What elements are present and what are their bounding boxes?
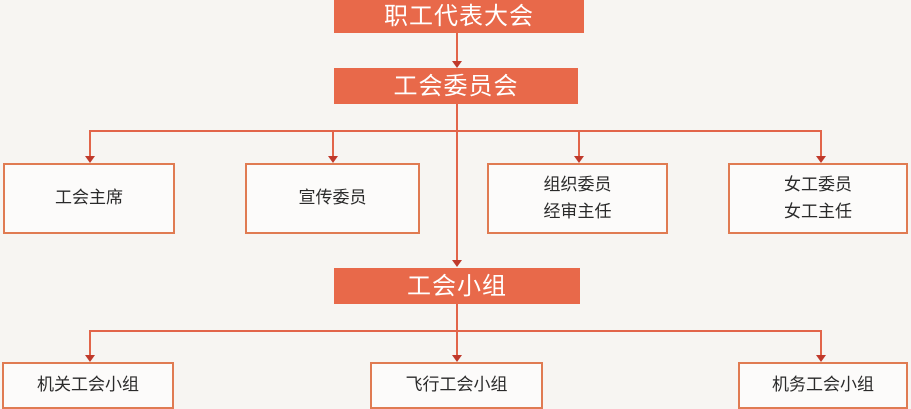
node-maintenance-union-group[interactable]: 机务工会小组 <box>738 362 908 409</box>
node-union-group[interactable]: 工会小组 <box>334 268 580 304</box>
node-union-group-label: 工会小组 <box>407 271 507 300</box>
node-organization-member-line1: 组织委员 <box>543 175 612 196</box>
node-women-workers-member-line1: 女工委员 <box>784 175 852 196</box>
node-women-workers-member[interactable]: 女工委员 女工主任 <box>728 163 908 234</box>
node-union-committee[interactable]: 工会委员会 <box>334 68 578 104</box>
connector-bus-level3 <box>90 130 822 132</box>
arrow-trunk-to-union-group-icon <box>452 260 462 267</box>
node-publicity-member-line1: 宣传委员 <box>298 188 367 209</box>
connector-drop-l5-1 <box>89 330 91 355</box>
arrow-l3-4-icon <box>816 156 826 163</box>
connector-bus-level5 <box>90 330 822 332</box>
node-flight-union-group-line1: 飞行工会小组 <box>405 375 508 396</box>
node-union-committee-label: 工会委员会 <box>393 71 519 100</box>
node-organization-member[interactable]: 组织委员 经审主任 <box>487 163 668 234</box>
arrow-l5-1-icon <box>85 355 95 362</box>
node-union-chairman[interactable]: 工会主席 <box>3 163 175 234</box>
connector-l4-trunk <box>456 304 458 355</box>
node-admin-union-group-line1: 机关工会小组 <box>37 375 139 396</box>
node-union-chairman-line1: 工会主席 <box>55 188 123 209</box>
arrow-l4-to-l5-middle-icon <box>452 355 462 362</box>
arrow-l5-3-icon <box>816 355 826 362</box>
node-maintenance-union-group-line1: 机务工会小组 <box>772 375 874 396</box>
connector-l1-to-l2 <box>456 33 458 61</box>
arrow-l3-2-icon <box>328 156 338 163</box>
connector-drop-l3-4 <box>820 130 822 156</box>
node-organization-member-line2: 经审主任 <box>543 201 612 222</box>
arrow-l1-to-l2-icon <box>452 61 462 68</box>
node-flight-union-group[interactable]: 飞行工会小组 <box>370 362 543 409</box>
connector-drop-l3-3 <box>578 130 580 156</box>
arrow-l3-3-icon <box>574 156 584 163</box>
node-employee-congress[interactable]: 职工代表大会 <box>334 0 584 33</box>
connector-drop-l3-2 <box>332 130 334 156</box>
connector-drop-l3-1 <box>89 130 91 156</box>
node-employee-congress-label: 职工代表大会 <box>384 2 534 31</box>
arrow-l3-1-icon <box>85 156 95 163</box>
node-publicity-member[interactable]: 宣传委员 <box>245 163 420 234</box>
connector-drop-l5-3 <box>820 330 822 355</box>
node-admin-union-group[interactable]: 机关工会小组 <box>2 362 174 409</box>
connector-l2-trunk <box>456 104 458 261</box>
node-women-workers-member-line2: 女工主任 <box>784 201 852 222</box>
